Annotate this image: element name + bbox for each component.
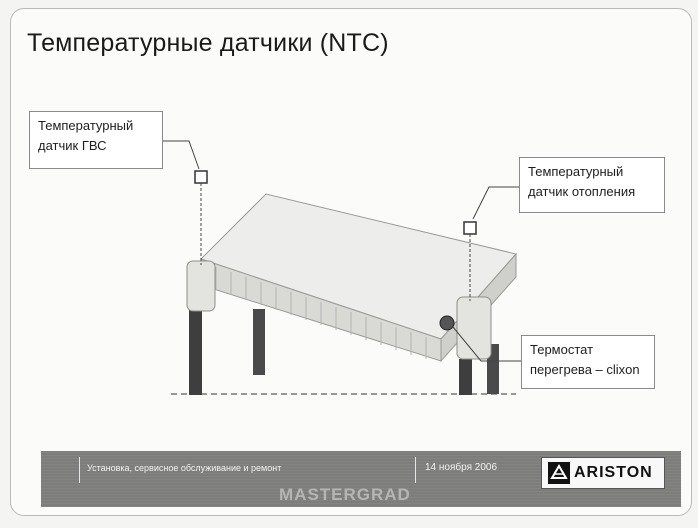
heating-ntc-sensor-icon [463, 221, 477, 235]
footer-date: 14 ноября 2006 [425, 462, 498, 473]
brand-name: ARISTON [574, 464, 653, 481]
footer-divider [415, 457, 416, 483]
callout-dhw-sensor: Температурный датчик ГВС [29, 111, 163, 169]
callout-thermostat-line1: Термостат [530, 342, 594, 357]
pipe-right-front [459, 359, 472, 395]
footer-course-title: Установка, сервисное обслуживание и ремо… [87, 463, 282, 473]
pipe-left-front [189, 309, 202, 395]
slide-title: Температурные датчики (NTC) [27, 29, 389, 57]
ariston-logo: ARISTON [541, 457, 665, 489]
presentation-slide: Температурные датчики (NTC) [10, 8, 692, 516]
callout-thermostat-line2: перегрева – clixon [530, 362, 640, 377]
leader-dhw [163, 140, 200, 170]
left-fitting [186, 260, 216, 312]
right-fitting [456, 296, 492, 360]
callout-heating-sensor: Температурный датчик отопления [519, 157, 665, 213]
callout-heating-line2: датчик отопления [528, 184, 636, 199]
ariston-logo-icon [548, 462, 570, 484]
leader-thermostat [452, 326, 521, 362]
callout-dhw-line2: датчик ГВС [38, 138, 107, 153]
footer-divider [79, 457, 80, 483]
callout-dhw-line1: Температурный [38, 118, 134, 133]
callout-heating-line1: Температурный [528, 164, 624, 179]
callout-thermostat: Термостат перегрева – clixon [521, 335, 655, 389]
leader-heating [472, 186, 519, 220]
dhw-ntc-sensor-icon [194, 170, 208, 184]
slide-footer: Установка, сервисное обслуживание и ремо… [41, 451, 681, 507]
clixon-thermostat-icon [439, 315, 455, 331]
heat-exchanger-illustration [163, 140, 521, 395]
pipe-left-back [253, 309, 265, 375]
watermark: MASTERGRAD [279, 485, 411, 504]
